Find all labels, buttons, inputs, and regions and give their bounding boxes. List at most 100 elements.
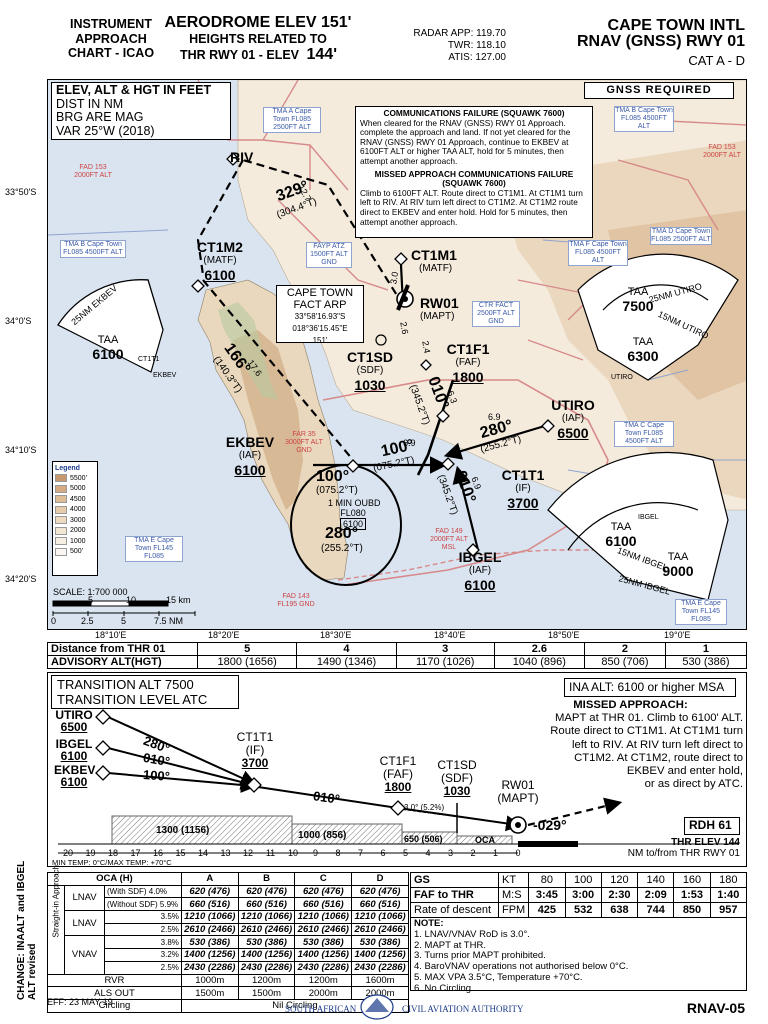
- taa-ibgel-inner-sector: TAA 6100: [605, 521, 637, 549]
- straight-in-label: Straight-in Approach: [47, 865, 65, 975]
- minima-cell: 620 (476): [237, 884, 296, 899]
- missed-approach-route: [196, 158, 404, 461]
- rod-row: Rate of descent FPM 425 532 638 744 850 …: [410, 902, 748, 918]
- thr-elev: THR ELEV 144: [671, 837, 740, 848]
- legend-item: 1000: [55, 536, 95, 547]
- nm-tick-label: 10: [288, 848, 299, 858]
- profile-glide-path: 3.0° (5.2%): [404, 803, 445, 812]
- aerodrome-elevation: AERODROME ELEV 151': [164, 14, 352, 31]
- rvr-b: 1200m: [237, 973, 296, 988]
- profile-ct1f1-label: CT1F1 (FAF) 1800: [379, 754, 417, 794]
- rod-160: 850: [673, 902, 711, 918]
- legend-swatch: [55, 526, 67, 535]
- notes-box: NOTE: 1. LNAV/VNAV RoD is 3.0°. 2. MAPT …: [410, 917, 747, 994]
- hold-note: 1 MIN OUBD FL080 6100: [328, 498, 381, 530]
- lnav-sdf-pct: (With SDF) 4.0%: [104, 884, 182, 899]
- dist-4: 4: [296, 642, 397, 656]
- minima-row-circling: Circling Nil Circling: [47, 998, 410, 1013]
- rw01-label: RW01 (MAPT): [420, 295, 459, 322]
- groundspeed-table: GS KT 80 100 120 140 160 180 FAF to THR …: [410, 872, 748, 918]
- advisory-alt-row: ADVISORY ALT(HGT) 1800 (1656) 1490 (1346…: [47, 655, 748, 669]
- als-c: 2000m: [294, 986, 353, 1000]
- authority-name-left: SOUTH AFRICAN: [285, 1004, 357, 1014]
- profile-utiro-label: UTIRO 6500: [55, 708, 93, 734]
- fpm-label: FPM: [497, 902, 530, 918]
- nm-tick-label: 9: [312, 848, 318, 858]
- arp-box: CAPE TOWN FACT ARP 33°58'16.93"S 018°36'…: [276, 285, 364, 345]
- minima-cell: 2610 (2466): [180, 922, 239, 937]
- profile-utiro-leg: [107, 716, 257, 786]
- nm-tick-label: 11: [265, 848, 276, 858]
- airspace-fad153-west: FAD 153 2000FT ALT: [74, 164, 112, 179]
- lnav-label-2: LNAV: [64, 910, 105, 937]
- danger-area-fad149: [337, 549, 593, 581]
- airspace-fad149: FAD 149 2000FT ALT MSL: [430, 528, 468, 551]
- airspace-tma-b-west: TMA B Cape Town FL085 4500FT ALT: [60, 240, 126, 258]
- rod-180: 957: [709, 902, 748, 918]
- minima-row-vnav-38: VNAV 3.8% 530 (386) 530 (386) 530 (386) …: [48, 935, 409, 975]
- nm-tick-label: 5: [402, 848, 408, 858]
- caa-logo: [360, 994, 394, 1020]
- transition-alt: TRANSITION ALT 7500: [57, 677, 194, 692]
- heights-related-line2: THR RWY 01 - ELEV 144': [180, 46, 337, 63]
- nm-tick-label: 14: [198, 848, 209, 858]
- profile-ibgel-label: IBGEL 6100: [55, 737, 93, 763]
- legend-item: 2000: [55, 526, 95, 537]
- minima-cell: 1400 (1256): [294, 948, 353, 962]
- gnss-required-box: GNSS REQUIRED: [584, 82, 734, 99]
- legend-item: 3000: [55, 515, 95, 526]
- rod-label: Rate of descent: [410, 902, 499, 918]
- gs-label: GS: [410, 872, 499, 888]
- adv-alt-4: 1490 (1346): [296, 655, 397, 669]
- minima-cell: 620 (476): [180, 884, 239, 899]
- ms-label: M:S: [497, 887, 530, 903]
- transition-level: TRANSITION LEVEL ATC: [57, 692, 208, 707]
- taa-ekbev-sector: TAA 6100: [92, 334, 124, 362]
- scale-km-10: 10: [126, 595, 137, 605]
- distance-row-label: Distance from THR 01: [47, 642, 198, 656]
- dist-ekbev-ct1t1: 6.9: [403, 438, 416, 448]
- als-b: 1500m: [237, 986, 296, 1000]
- time-180: 1:40: [709, 887, 748, 903]
- minima-header-c: C: [294, 872, 353, 886]
- nm-scale-label: NM to/from THR RWY 01: [627, 848, 740, 859]
- faf-to-thr-label: FAF to THR: [410, 887, 499, 903]
- lon-18-20: 18°20'E: [208, 630, 240, 640]
- dist-2: 2: [583, 642, 666, 656]
- gs-120: 120: [600, 872, 639, 888]
- minima-cell: 530 (386): [351, 935, 409, 950]
- ct1t1-label: CT1T1 (IF) 3700: [501, 467, 545, 511]
- minima-cell: 1210 (1066): [180, 910, 239, 924]
- circling-value: Nil Circling: [180, 998, 410, 1013]
- ct1sd-fix: [420, 359, 432, 371]
- legend-swatch: [55, 547, 67, 556]
- dist-ct1sd-ct1f1: 2.4: [420, 339, 433, 355]
- dist-utiro-ct1t1: 6.9: [488, 412, 501, 422]
- minima-cell: 2610 (2466): [237, 922, 296, 937]
- legend-label: 5500': [70, 474, 87, 482]
- adv-alt-2: 850 (706): [583, 655, 666, 669]
- taa-utiro-outer-sector: TAA 7500: [622, 286, 654, 314]
- step-oca-label: OCA: [475, 835, 495, 845]
- ekbev-fix: [346, 459, 360, 473]
- profile-crs-029: -029°: [533, 817, 567, 833]
- minima-cell: 660 (516): [351, 897, 409, 912]
- time-160: 1:53: [673, 887, 711, 903]
- profile-view: TRANSITION ALT 7500 TRANSITION LEVEL ATC…: [47, 672, 747, 867]
- gs-80: 80: [528, 872, 566, 888]
- legend-swatch: [55, 484, 67, 493]
- minima-cell: 1400 (1256): [351, 948, 409, 962]
- gs-180: 180: [709, 872, 748, 888]
- gs-160: 160: [673, 872, 711, 888]
- aircraft-category: CAT A - D: [688, 53, 745, 68]
- note-1: 1. LNAV/VNAV RoD is 3.0°.: [414, 928, 530, 940]
- scale-label: SCALE: 1:700 000: [53, 587, 128, 597]
- runway-01: [396, 284, 410, 311]
- minima-cell: 1210 (1066): [351, 910, 409, 924]
- profile-ct1sd-label: CT1SD (SDF) 1030: [437, 758, 477, 798]
- procedure-name: RNAV (GNSS) RWY 01: [576, 33, 745, 50]
- time-120: 2:30: [600, 887, 639, 903]
- minima-row-lnav-nosdf: (Without SDF) 5.9% 660 (516) 660 (516) 6…: [48, 897, 409, 912]
